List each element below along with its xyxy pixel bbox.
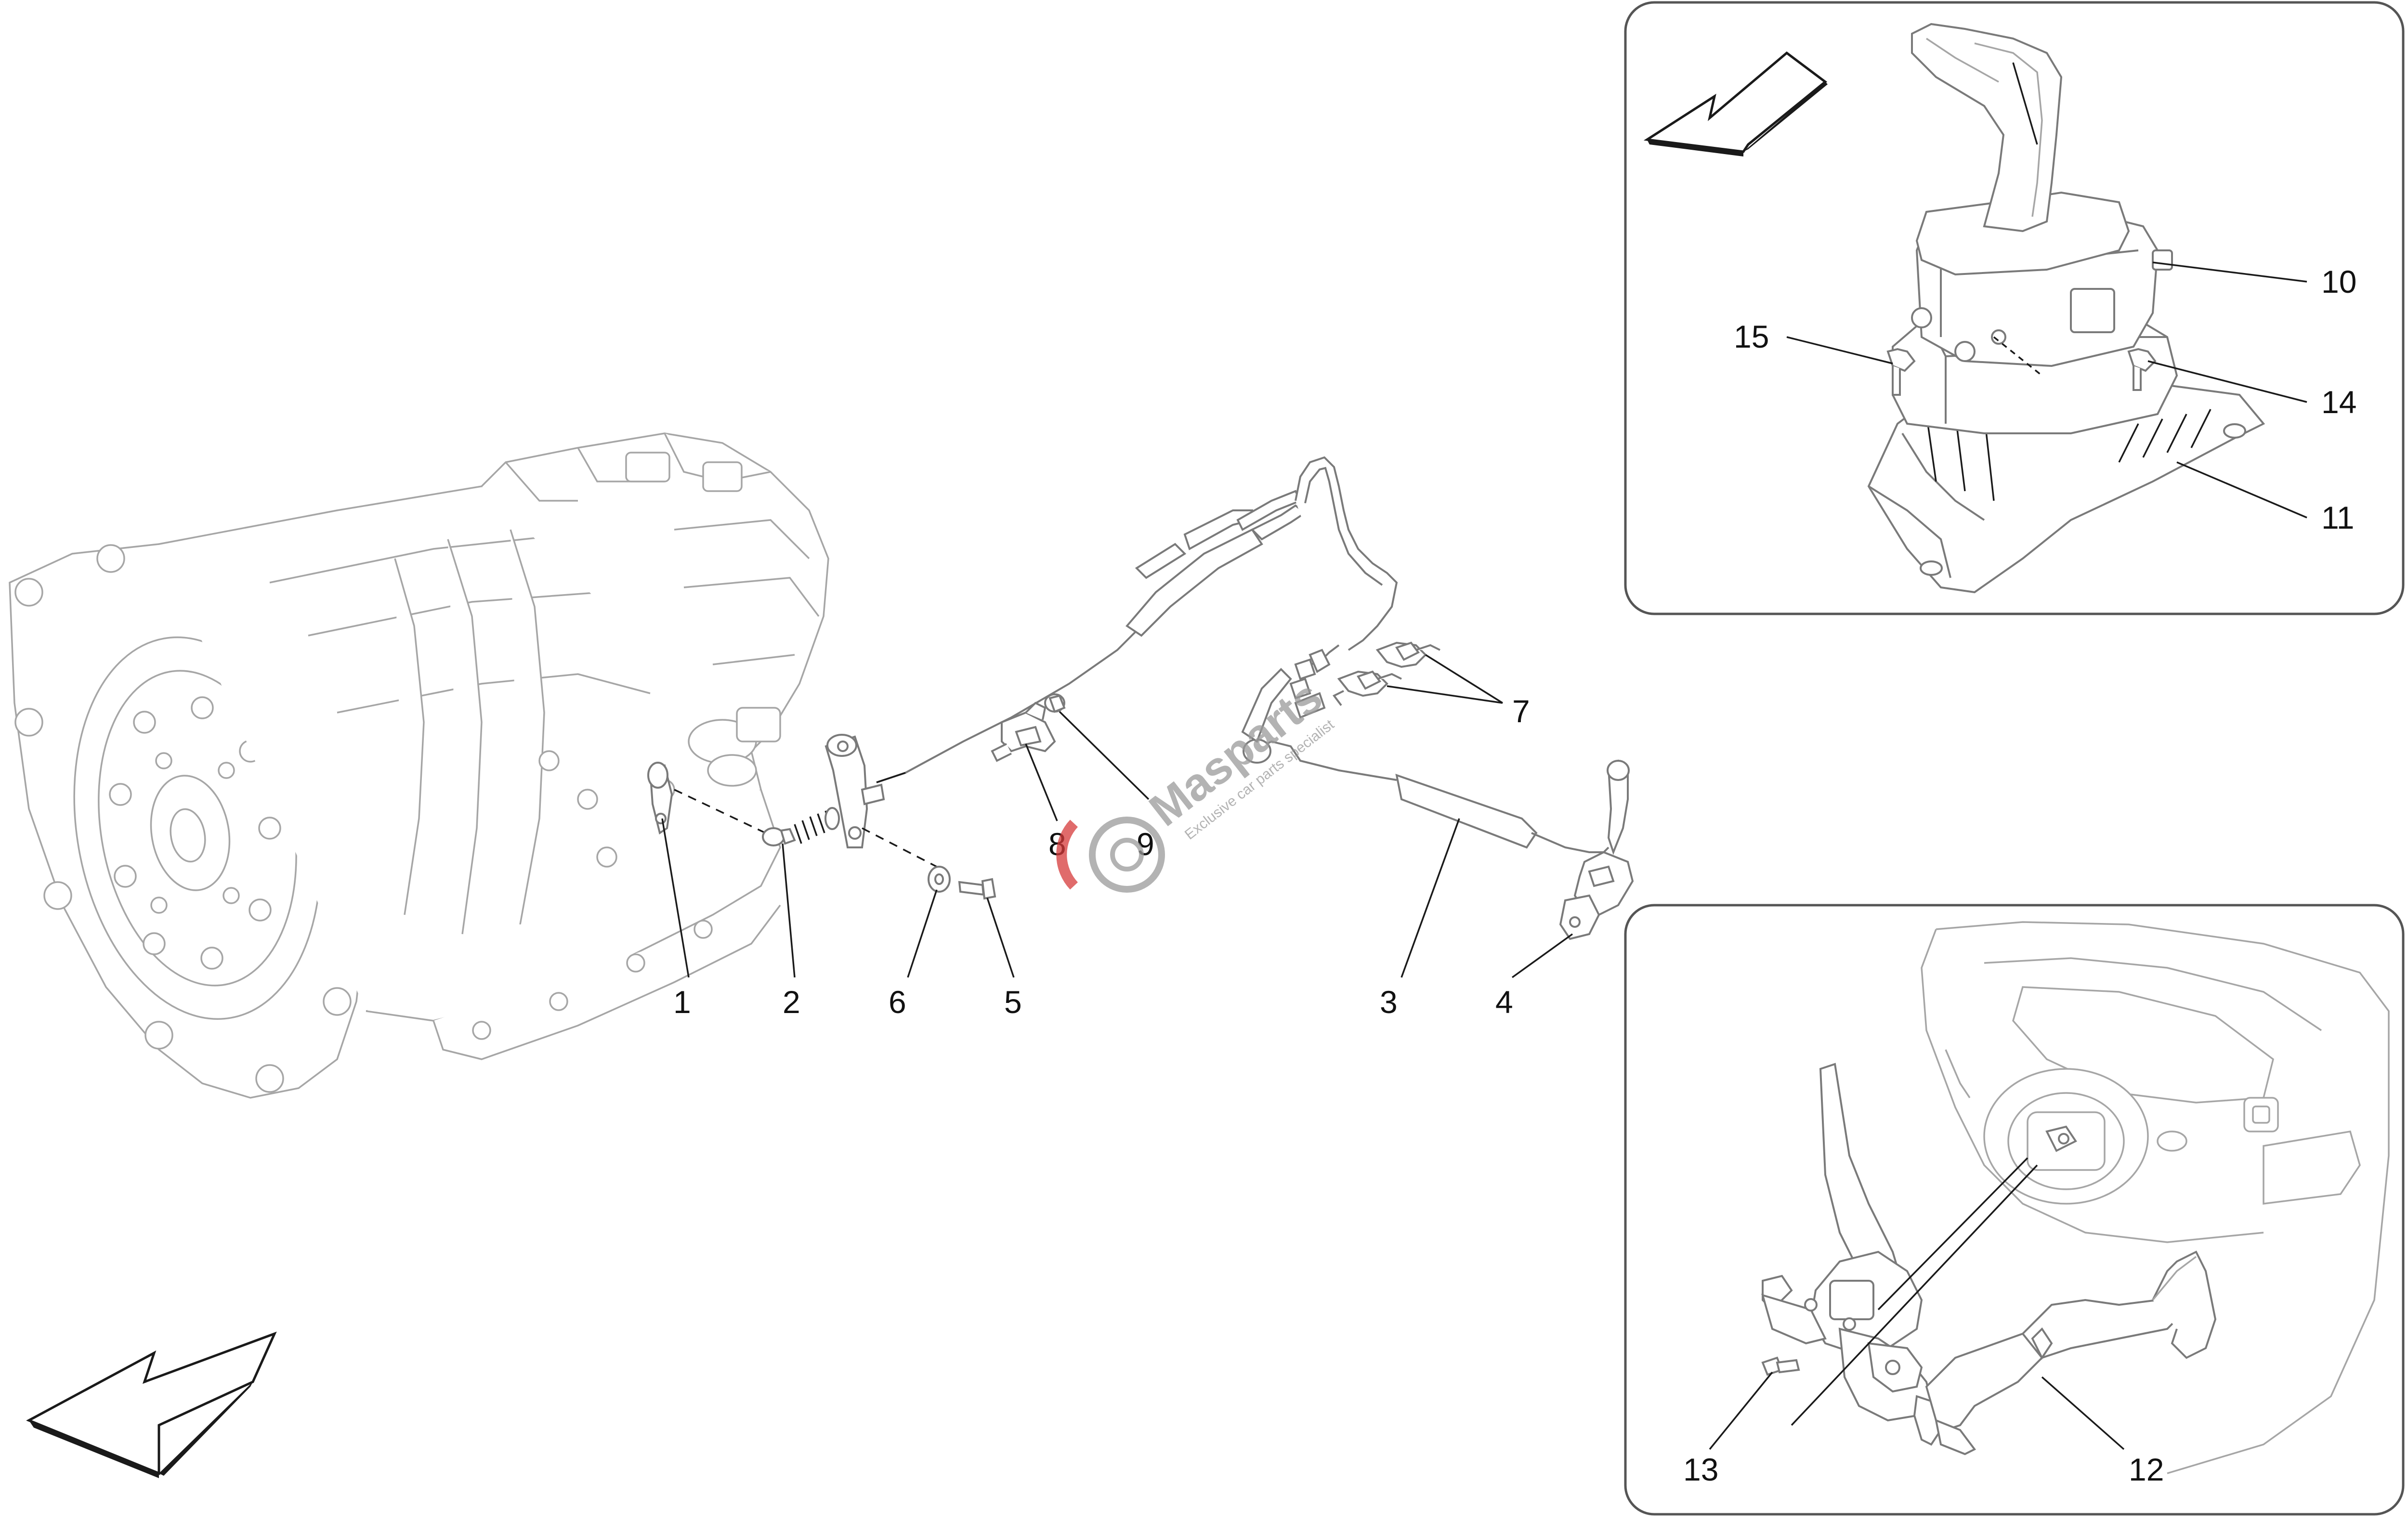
callout-7: 7 xyxy=(1512,693,1530,729)
washer-part-6 xyxy=(928,866,951,893)
leader-lines-main xyxy=(661,654,1573,978)
cable-end-bracket-part-4 xyxy=(1559,759,1634,940)
callout-12: 12 xyxy=(2129,1452,2164,1487)
callout-4: 4 xyxy=(1495,984,1513,1020)
transmission-housing xyxy=(9,432,829,1099)
callout-1: 1 xyxy=(673,984,691,1020)
direction-arrow-icon xyxy=(26,1331,277,1478)
selector-lever-part-1 xyxy=(647,762,673,835)
callout-5: 5 xyxy=(1004,984,1022,1020)
inset-steering-paddle: 13 12 xyxy=(1624,904,2405,1516)
shift-cable-part-3 xyxy=(876,456,1610,853)
callout-11: 11 xyxy=(2321,500,2355,535)
gearbox-lever xyxy=(824,734,885,848)
direction-arrow-icon xyxy=(1643,51,1828,156)
callout-13: 13 xyxy=(1683,1452,1718,1487)
spring-bushing-part-2 xyxy=(762,807,840,846)
cable-clips-part-7 xyxy=(1332,641,1440,706)
callout-14: 14 xyxy=(2321,384,2356,420)
inset-gear-selector: 10 15 14 11 xyxy=(1624,1,2405,615)
clip-part-9 xyxy=(1044,693,1066,713)
callout-15: 15 xyxy=(1734,319,1769,354)
callout-10: 10 xyxy=(2321,264,2356,299)
brand-logo-icon xyxy=(1056,817,1165,893)
callout-6: 6 xyxy=(889,984,906,1020)
bolt-part-5 xyxy=(958,878,996,900)
watermark: Masparts Exclusive car parts specialist xyxy=(1056,671,1337,893)
callout-2: 2 xyxy=(783,984,800,1020)
callout-3: 3 xyxy=(1380,984,1398,1020)
bracket-part-8 xyxy=(991,702,1056,762)
